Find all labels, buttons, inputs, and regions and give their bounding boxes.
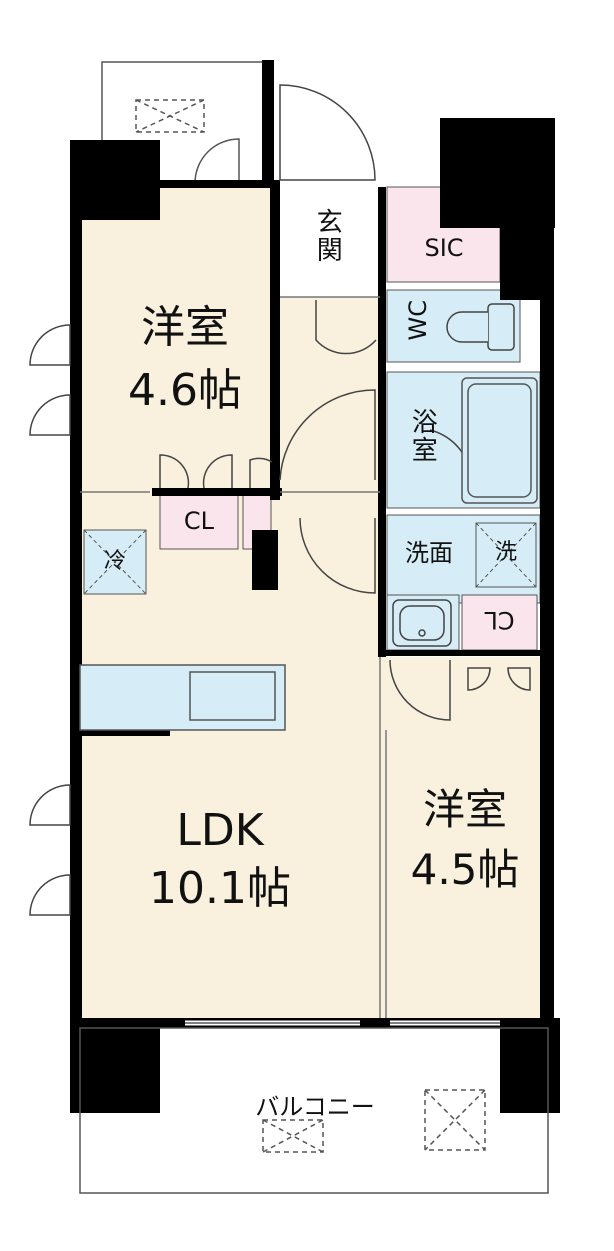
entrance-label: 玄関 — [312, 208, 343, 264]
wash-basin — [392, 599, 452, 647]
closet2-label: CL — [484, 606, 515, 635]
washer-space — [475, 522, 537, 588]
toilet — [446, 303, 515, 351]
partitions — [80, 296, 387, 1018]
sic-label: SIC — [424, 234, 464, 262]
western-room-1-name: 洋室 — [141, 302, 229, 353]
kitchen-counter — [79, 664, 286, 731]
closet1-fill — [159, 494, 239, 550]
hall2-fill — [280, 492, 380, 657]
doors — [159, 84, 531, 721]
balcony-label: バルコニー — [255, 1093, 375, 1121]
closet1-label: CL — [183, 507, 215, 535]
western-room-2-name: 洋室 — [422, 785, 507, 834]
ldk-name: LDK — [176, 805, 264, 856]
hall-fill — [280, 297, 380, 492]
walls — [70, 60, 560, 1113]
entrance-fill — [280, 187, 380, 297]
balcony — [79, 1020, 549, 1194]
wc-label: WC — [404, 300, 432, 341]
ldk-size: 10.1帖 — [149, 863, 291, 914]
western-room-2-fill — [380, 657, 540, 1020]
fridge-space — [83, 529, 147, 595]
western-room-1-size: 4.6帖 — [128, 365, 242, 416]
western-room-2-size: 4.5帖 — [410, 845, 520, 894]
fridge-label: 冷 — [103, 549, 126, 574]
closet2-fill — [461, 594, 538, 651]
western-room-1-fill — [80, 187, 278, 492]
windows-left — [29, 324, 71, 916]
bath-label: 浴室 — [407, 408, 438, 464]
washer-label: 洗 — [494, 540, 517, 565]
bathtub — [461, 377, 538, 504]
washroom-label: 洗面 — [405, 539, 453, 567]
